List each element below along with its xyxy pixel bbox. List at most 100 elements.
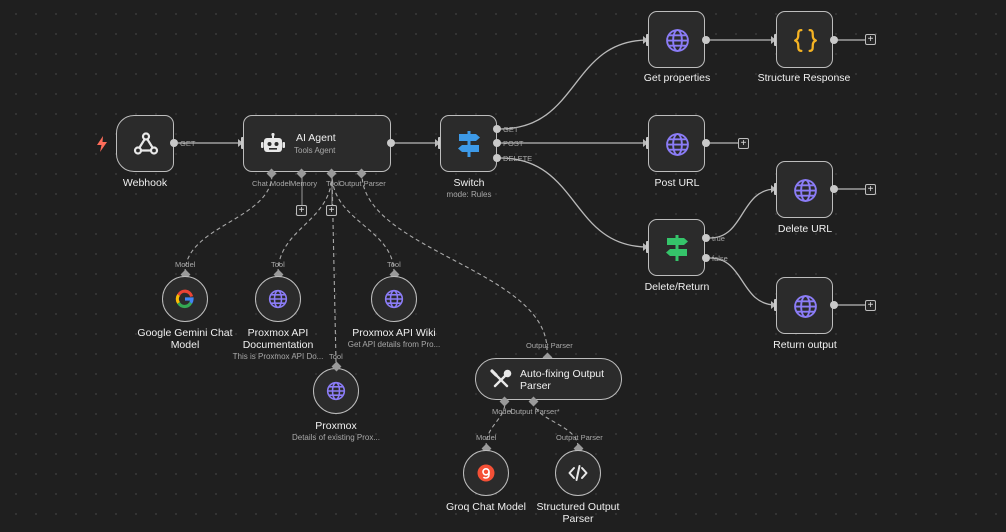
- tools-icon: [490, 369, 512, 391]
- globe-icon: [793, 294, 818, 319]
- return-output-node[interactable]: [776, 277, 833, 334]
- groq-icon: [477, 464, 495, 482]
- switch-post-label: POST: [503, 139, 524, 148]
- robot-icon: [261, 133, 285, 155]
- globe-icon: [793, 178, 818, 203]
- switch-get-label: GET: [503, 125, 519, 134]
- agent-tool-label: Tool: [326, 179, 340, 188]
- trigger-lightning-icon: [96, 136, 108, 152]
- delete-url-node[interactable]: [776, 161, 833, 218]
- proxmox-wiki-title: Proxmox API Wiki: [352, 327, 436, 339]
- proxmox-docs-port-label: Tool: [271, 260, 285, 269]
- structured-parser-title-line1: Structured Output: [536, 501, 620, 513]
- if-signpost-icon: [664, 234, 690, 262]
- return-output-output-port[interactable]: [830, 301, 838, 309]
- delete-return-node[interactable]: [648, 219, 705, 276]
- switch-post-port[interactable]: [493, 139, 501, 147]
- webhook-output-port[interactable]: [170, 139, 178, 147]
- agent-memory-label: Memory: [290, 179, 318, 188]
- structured-parser-title-line2: Parser: [562, 513, 594, 525]
- agent-title: AI Agent: [296, 132, 336, 144]
- agent-subtitle: Tools Agent: [294, 146, 336, 155]
- add-tool-plus-icon[interactable]: +: [326, 205, 337, 216]
- globe-icon: [268, 289, 288, 309]
- switch-delete-label: DELETE: [503, 154, 533, 163]
- autofix-model-label: Model: [492, 407, 513, 416]
- gemini-title-line1: Google Gemini Chat: [137, 327, 233, 339]
- agent-chat-model-label: Chat Model: [252, 179, 291, 188]
- autofix-title-line2: Parser: [520, 380, 551, 392]
- delete-return-false-port[interactable]: [702, 254, 710, 262]
- proxmox-docs-title-line2: Documentation: [242, 339, 314, 351]
- switch-delete-port[interactable]: [493, 154, 501, 162]
- get-properties-output-port[interactable]: [702, 36, 710, 44]
- proxmox-api-documentation-node[interactable]: [255, 276, 301, 322]
- proxmox-subtitle: Details of existing Prox...: [291, 433, 381, 442]
- autofix-title-line1: Auto-fixing Output: [520, 368, 605, 380]
- autofix-output-parser-node[interactable]: Auto-fixing Output Parser: [475, 358, 622, 400]
- autofix-output-parser-label: Output Parser*: [510, 407, 560, 416]
- webhook-edge-label: GET: [180, 139, 196, 148]
- gemini-port-label: Model: [175, 260, 196, 269]
- structure-add-plus-icon[interactable]: +: [865, 34, 876, 45]
- structure-response-title: Structure Response: [757, 72, 851, 84]
- structured-output-parser-node[interactable]: [555, 450, 601, 496]
- return-output-title: Return output: [773, 339, 837, 351]
- post-url-title: Post URL: [654, 177, 700, 189]
- gemini-title-line2: Model: [170, 339, 200, 351]
- add-memory-plus-icon[interactable]: +: [296, 205, 307, 216]
- structure-response-output-port[interactable]: [830, 36, 838, 44]
- get-properties-node[interactable]: [648, 11, 705, 68]
- gemini-chat-model-node[interactable]: [162, 276, 208, 322]
- edge-docs-tool: [277, 173, 333, 274]
- get-properties-title: Get properties: [643, 72, 711, 84]
- switch-get-port[interactable]: [493, 125, 501, 133]
- proxmox-api-wiki-node[interactable]: [371, 276, 417, 322]
- post-url-add-plus-icon[interactable]: +: [738, 138, 749, 149]
- proxmox-wiki-port-label: Tool: [387, 260, 401, 269]
- autofix-port-label: Output Parser: [526, 341, 573, 350]
- groq-port-label: Model: [476, 433, 497, 442]
- structured-parser-port-label: Output Parser: [556, 433, 603, 442]
- proxmox-port-label: Tool: [329, 352, 343, 361]
- switch-subtitle: mode: Rules: [446, 190, 492, 199]
- delete-return-true-port[interactable]: [702, 234, 710, 242]
- switch-signpost-icon: [456, 130, 482, 158]
- groq-title: Groq Chat Model: [446, 501, 526, 513]
- globe-icon: [665, 132, 690, 157]
- structure-response-node[interactable]: [776, 11, 833, 68]
- proxmox-docs-title-line1: Proxmox API: [247, 327, 309, 339]
- agent-output-port[interactable]: [387, 139, 395, 147]
- agent-output-parser-label: Output Parser: [339, 179, 386, 188]
- edge-switch-get: [499, 39, 649, 130]
- webhook-icon: [132, 130, 160, 158]
- google-icon: [175, 289, 195, 309]
- curly-braces-icon: [791, 26, 820, 55]
- proxmox-title: Proxmox: [315, 420, 357, 432]
- switch-title: Switch: [453, 177, 485, 189]
- delete-return-title: Delete/Return: [644, 281, 710, 293]
- globe-icon: [326, 381, 346, 401]
- post-url-node[interactable]: [648, 115, 705, 172]
- switch-node[interactable]: [440, 115, 497, 172]
- groq-chat-model-node[interactable]: [463, 450, 509, 496]
- ai-agent-node[interactable]: AI Agent Tools Agent: [243, 115, 391, 172]
- globe-icon: [384, 289, 404, 309]
- proxmox-docs-subtitle: This is Proxmox API Do...: [232, 352, 324, 361]
- delete-url-title: Delete URL: [777, 223, 833, 235]
- edge-switch-delete: [499, 157, 649, 248]
- delete-url-add-plus-icon[interactable]: +: [865, 184, 876, 195]
- proxmox-wiki-subtitle: Get API details from Pro...: [347, 340, 441, 349]
- webhook-node[interactable]: [116, 115, 174, 172]
- delete-url-output-port[interactable]: [830, 185, 838, 193]
- post-url-output-port[interactable]: [702, 139, 710, 147]
- delete-return-false-label: false: [712, 254, 728, 263]
- webhook-title: Webhook: [122, 177, 168, 189]
- delete-return-true-label: true: [712, 234, 725, 243]
- code-icon: [568, 464, 588, 482]
- return-output-add-plus-icon[interactable]: +: [865, 300, 876, 311]
- proxmox-node[interactable]: [313, 368, 359, 414]
- edge-gemini-chatmodel: [184, 173, 273, 274]
- globe-icon: [665, 28, 690, 53]
- edge-wiki-tool: [331, 173, 395, 274]
